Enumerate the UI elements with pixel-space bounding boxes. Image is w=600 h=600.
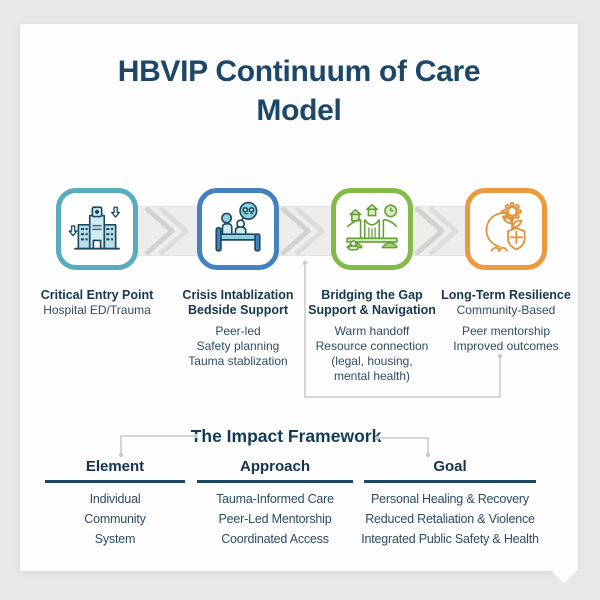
hospital-building-icon: [68, 206, 120, 250]
stage-item: Resource connection: [315, 339, 429, 353]
column-item: Peer-Led Mentorship: [218, 512, 332, 526]
column-item: Integrated Public Safety & Health: [361, 532, 539, 546]
stage-label-crisis-stabilization: Crisis Intablization Bedside Support Pee…: [168, 288, 308, 369]
column-item: Coordinated Access: [221, 532, 329, 546]
page-title-line2: Model: [256, 94, 342, 127]
column-item: Personal Healing & Recovery: [371, 492, 529, 506]
stage-title: Support & Navigation: [308, 303, 436, 317]
stage-label-bridging-gap: Bridging the Gap Support & Navigation Wa…: [302, 288, 442, 384]
resilience-growth-shield-icon: [485, 201, 526, 252]
stage-item: mental health): [333, 369, 411, 383]
page-title-line1: HBVIP Continuum of Care: [117, 55, 481, 88]
stage-item: (legal, housing,: [331, 354, 413, 368]
stage-box-crisis-stabilization: [197, 188, 279, 270]
stage-title: Critical Entry Point: [40, 288, 154, 302]
column-rule: [197, 480, 353, 483]
bridge-connection-icon: [346, 203, 398, 251]
chevron-right-icon: [414, 207, 459, 255]
impact-framework-title: The Impact Framework: [190, 426, 382, 446]
stage-title: Bedside Support: [187, 303, 288, 317]
stage-title: Bridging the Gap: [321, 288, 423, 302]
stage-title: Crisis Intablization: [182, 288, 294, 302]
stage-item: Tauma stablization: [188, 354, 288, 368]
flow-arrow-band: [72, 206, 538, 256]
stage-item: Safety planning: [196, 339, 280, 353]
column-item: System: [94, 532, 136, 546]
bedside-peer-support-icon: [215, 201, 261, 252]
stage-label-critical-entry: Critical Entry Point Hospital ED/Trauma: [27, 288, 167, 318]
stage-box-long-term-resilience: [465, 188, 547, 270]
stage-item: Warm handoff: [334, 324, 410, 338]
stage-label-long-term-resilience: Long-Term Resilience Community-Based Pee…: [436, 288, 576, 354]
page-title: HBVIP Continuum of Care Model: [20, 52, 578, 130]
stage-title: Long-Term Resilience: [441, 288, 571, 302]
stage-box-bridging-gap: [331, 188, 413, 270]
column-item: Reduced Retaliation & Violence: [365, 512, 535, 526]
column-rule: [45, 480, 185, 483]
stage-box-critical-entry: [56, 188, 138, 270]
stage-subtitle: Hospital ED/Trauma: [43, 303, 151, 317]
column-rule: [364, 480, 536, 483]
column-header: Approach: [239, 458, 310, 475]
impact-column-goal: Goal Personal Healing & Recovery Reduced…: [357, 458, 543, 549]
column-item: Individual: [89, 492, 141, 506]
stage-item: Peer mentorship: [461, 324, 551, 338]
column-item: Tauma-Informed Care: [216, 492, 334, 506]
stage-item: Improved outcomes: [453, 339, 559, 353]
stage-subtitle: Community-Based: [456, 303, 556, 317]
chevron-right-icon: [144, 207, 189, 255]
impact-column-approach: Approach Tauma-Informed Care Peer-Led Me…: [193, 458, 357, 549]
chevron-right-icon: [280, 207, 325, 255]
impact-column-element: Element Individual Community System: [38, 458, 192, 549]
column-item: Community: [84, 512, 146, 526]
column-header: Element: [85, 458, 145, 475]
card-corner-tail: [551, 571, 577, 583]
stage-item: Peer-led: [215, 324, 261, 338]
column-header: Goal: [433, 458, 467, 475]
